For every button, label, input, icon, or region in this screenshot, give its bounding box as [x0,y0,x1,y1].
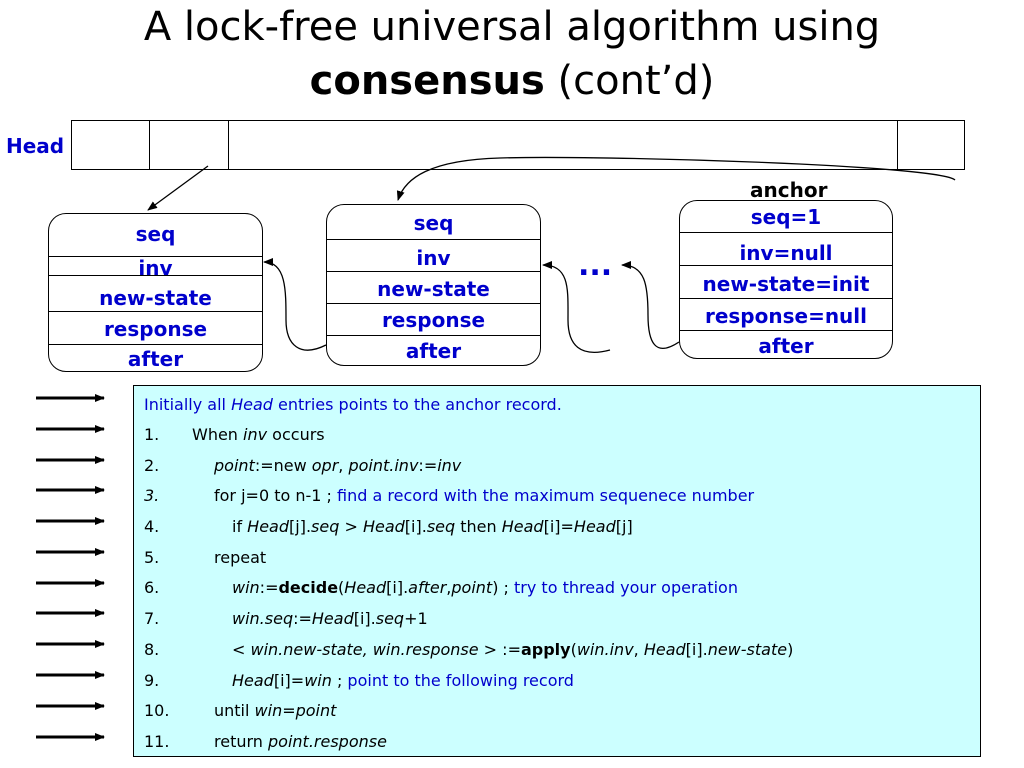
code-line-2: 2.point:=new opr, point.inv:=inv [144,456,462,475]
record-field-new-state: new-state [377,277,490,301]
divider [680,298,892,299]
code-line-4: 4.if Head[j].seq > Head[i].seq then Head… [144,517,633,536]
anchor-label: anchor [750,178,828,202]
record-1: seq inv new-state response after [48,213,263,372]
record-2: seq inv new-state response after [326,204,541,366]
algorithm-code-box: Initially all Head entries points to the… [133,385,981,757]
head-label: Head [6,134,65,158]
code-line-8: 8.< win.new-state, win.response > :=appl… [144,640,794,659]
divider [327,335,540,336]
record-field-response: response=null [704,304,868,328]
divider [49,311,262,312]
record-field-inv: inv [416,246,451,270]
record-field-seq: seq [135,222,176,246]
divider [327,303,540,304]
divider [327,239,540,240]
title-suffix: (cont’d) [544,58,715,104]
record-field-seq: seq=1 [750,205,822,229]
record-field-after: after [405,339,462,363]
head-cell [150,121,229,169]
divider [49,256,262,257]
record-field-inv: inv=null [739,241,833,265]
record-field-after: after [758,334,814,358]
code-line-5: 5.repeat [144,548,267,567]
code-line-6: 6.win:=decide(Head[i].after,point) ; try… [144,578,738,597]
title-bold-word: consensus [309,58,545,104]
record-anchor: seq=1 inv=null new-state=init response=n… [679,200,893,359]
title-line-2: consensus (cont’d) [0,58,1024,104]
code-line-3: 3.for j=0 to n-1 ; find a record with th… [144,486,755,505]
code-line-10: 10.until win=point [144,701,337,720]
record-field-after: after [127,347,184,371]
head-to-record-1-arrow [147,165,209,211]
ellipsis: ... [578,248,613,283]
head-array [71,120,965,170]
head-cell [72,121,150,169]
divider [327,271,540,272]
record-field-response: response [103,317,208,341]
divider [680,232,892,233]
code-line-0: Initially all Head entries points to the… [144,395,562,414]
record-field-inv: inv [138,256,173,280]
code-line-7: 7.win.seq:=Head[i].seq+1 [144,609,428,628]
code-line-9: 9.Head[i]=win ; point to the following r… [144,671,574,690]
divider [49,344,262,345]
head-cell-divider [897,121,898,169]
record-field-response: response [381,308,486,332]
record-field-new-state: new-state [99,286,212,310]
divider [49,275,262,276]
anchor-after-arrow [621,261,680,349]
title-line-1: A lock-free universal algorithm using [143,4,881,50]
head-to-record-2-arrow [396,156,956,201]
record-field-seq: seq [413,211,454,235]
record-2-after-arrow [263,258,327,351]
ellipsis-after-arrow [542,261,611,353]
divider [680,265,892,266]
code-line-1: 1.When inv occurs [144,425,325,444]
record-field-new-state: new-state=init [702,272,870,296]
divider [680,330,892,331]
code-line-arrows [36,394,105,741]
code-line-11: 11.return point.response [144,732,387,751]
